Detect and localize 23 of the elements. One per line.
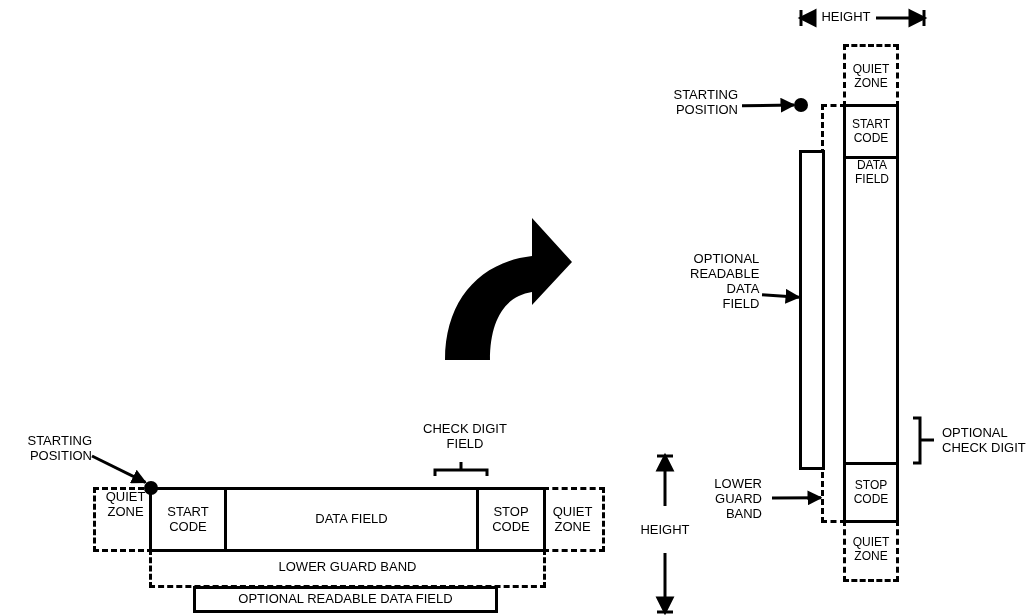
- stop-code-segment: STOP CODE: [843, 462, 899, 523]
- annotation-text: CHECK DIGIT FIELD: [422, 422, 508, 452]
- annotation-text: HEIGHT: [639, 523, 691, 538]
- arrow: [741, 97, 796, 113]
- callout-text: STARTING POSITION: [650, 80, 742, 118]
- annotation-text: HEIGHT: [820, 10, 872, 25]
- start-code-segment: START CODE: [843, 104, 899, 159]
- quiet-zone: QUIET ZONE: [543, 487, 605, 552]
- arrow: [761, 288, 801, 304]
- annotation-text: OPTIONAL CHECK DIGIT: [942, 426, 1026, 456]
- callout-text: OPTIONAL READABLE DATA FIELD: [690, 234, 762, 312]
- readable-data-field: OPTIONAL READABLE DATA FIELD: [193, 586, 498, 613]
- readable-data-strip: [799, 150, 825, 470]
- callout-text: STARTING POSITION: [4, 424, 92, 464]
- stop-code-segment: STOP CODE: [476, 487, 546, 552]
- quiet-zone: QUIET ZONE: [843, 520, 899, 582]
- arrow: [772, 490, 823, 506]
- quiet-zone: QUIET ZONE: [843, 44, 899, 107]
- callout-text: LOWER GUARD BAND: [690, 476, 772, 522]
- data-field-segment: DATA FIELD: [224, 487, 479, 552]
- arrow: [91, 454, 147, 484]
- data-field-segment: DATA FIELD: [843, 156, 899, 465]
- start-code-segment: START CODE: [149, 487, 227, 552]
